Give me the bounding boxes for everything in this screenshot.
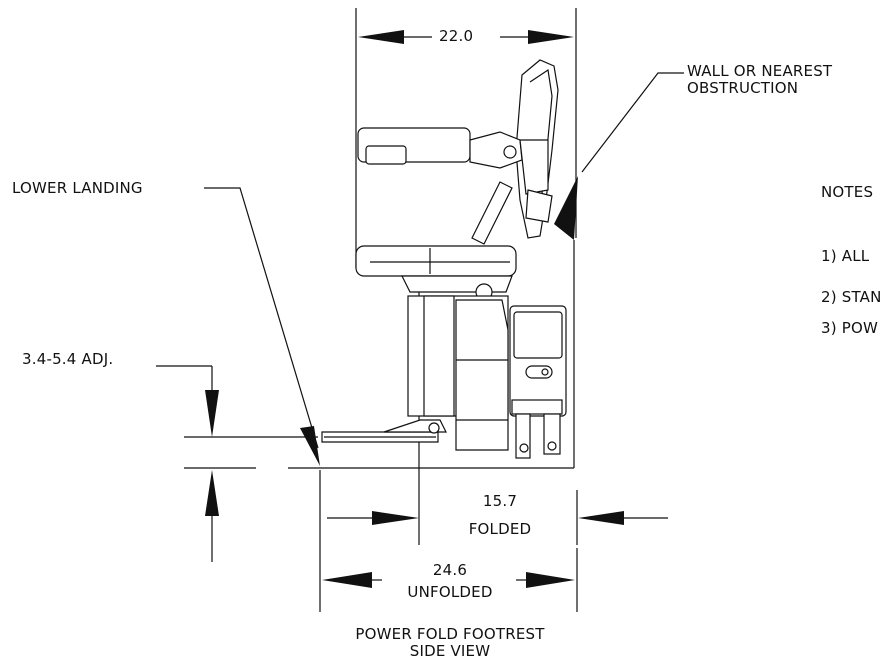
wall-leader bbox=[581, 72, 684, 173]
notes-title: NOTES bbox=[821, 183, 874, 201]
arrow-22-right bbox=[528, 30, 574, 44]
arrow-unfolded-left bbox=[322, 572, 372, 588]
arrow-unfolded-right bbox=[526, 572, 575, 588]
wall-callout-line2: OBSTRUCTION bbox=[687, 79, 799, 97]
arrow-wall bbox=[554, 176, 578, 240]
folded-value: 15.7 bbox=[482, 492, 518, 510]
arrow-folded-right bbox=[372, 511, 419, 525]
lower-landing-label: LOWER LANDING bbox=[12, 179, 143, 197]
wall-callout-line1: WALL OR NEAREST bbox=[687, 62, 833, 80]
unfolded-label: UNFOLDED bbox=[407, 583, 493, 601]
unfolded-value: 24.6 bbox=[432, 561, 468, 579]
arrow-height-up bbox=[205, 470, 219, 516]
notes-item-2: 2) STAN bbox=[821, 288, 882, 306]
folded-label: FOLDED bbox=[468, 520, 532, 538]
arrow-folded-left bbox=[578, 511, 624, 525]
width-dimension-value: 22.0 bbox=[439, 27, 474, 45]
seat bbox=[355, 245, 517, 277]
notes-item-3: 3) POW bbox=[821, 319, 879, 337]
footrest-height-dimension: 3.4-5.4 ADJ. bbox=[22, 350, 114, 368]
caption-line1: POWER FOLD FOOTREST bbox=[355, 625, 545, 643]
stairlift-chair bbox=[321, 59, 567, 459]
notes-item-1: 1) ALL bbox=[821, 247, 870, 265]
lower-landing-leader bbox=[204, 187, 319, 449]
caption-line2: SIDE VIEW bbox=[409, 642, 491, 660]
arrow-height-down bbox=[205, 390, 219, 437]
arrow-landing bbox=[300, 426, 320, 466]
arrow-22-left bbox=[358, 30, 404, 44]
